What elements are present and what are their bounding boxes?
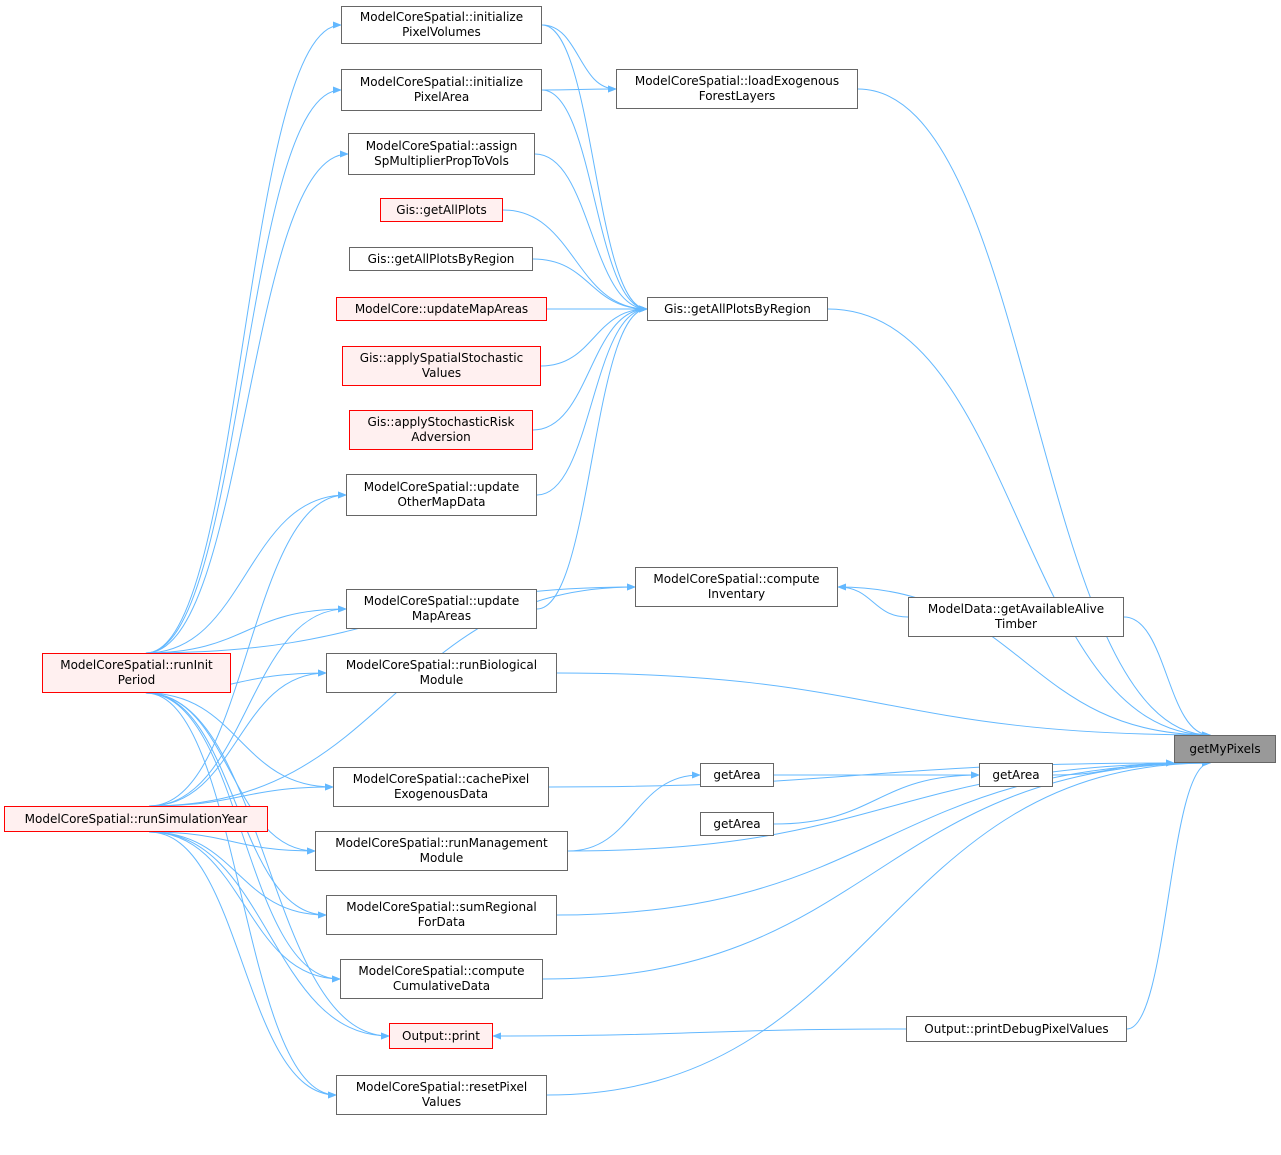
node-init-pixel-volumes[interactable]: ModelCoreSpatial::initialize PixelVolume… <box>341 6 542 44</box>
edge-loadExogenous-to-getMyPixels <box>857 88 1211 739</box>
edge-runSimYear-to-computeCum <box>149 831 341 983</box>
edge-runBio-to-getMyPixels <box>556 672 1211 739</box>
edge-runInit-to-computeCum <box>145 692 341 983</box>
node-avail-alive[interactable]: ModelData::getAvailableAlive Timber <box>908 597 1124 637</box>
edge-runInit-to-updateMapAreas <box>145 605 347 654</box>
edge-runInit-to-resetPixel <box>145 692 337 1099</box>
node-get-all-plots-by-region-l[interactable]: Gis::getAllPlotsByRegion <box>349 247 533 271</box>
node-print-debug[interactable]: Output::printDebugPixelValues <box>906 1016 1127 1042</box>
node-compute-cum[interactable]: ModelCoreSpatial::compute CumulativeData <box>340 959 543 999</box>
edge-runSimYear-to-updateOther <box>149 491 347 807</box>
node-update-other[interactable]: ModelCoreSpatial::update OtherMapData <box>346 474 537 516</box>
edge-getAllPlots-to-getAllPlotsByRegion <box>502 209 648 313</box>
node-cache-pixel[interactable]: ModelCoreSpatial::cachePixel ExogenousDa… <box>333 767 549 807</box>
edge-updateOther-to-getAllPlotsByRegion <box>536 305 648 496</box>
edge-updateMapAreas-to-getAllPlotsByRegion <box>536 305 648 610</box>
edge-runSimYear-to-updateMapAreas <box>149 605 347 807</box>
edge-runInit-to-assignSp <box>145 150 349 654</box>
node-get-all-plots-by-region[interactable]: Gis::getAllPlotsByRegion <box>647 297 828 321</box>
node-run-init[interactable]: ModelCoreSpatial::runInit Period <box>42 653 231 693</box>
node-update-map-areas[interactable]: ModelCoreSpatial::update MapAreas <box>346 589 537 629</box>
edge-initPixelArea-to-getAllPlotsByRegion <box>541 89 648 313</box>
edge-runInit-to-initPixelArea <box>145 86 342 654</box>
edge-getAllPlotsByRegionL-to-getAllPlotsByRegion <box>532 258 648 313</box>
edge-runInit-to-updateOther <box>145 491 347 654</box>
node-get-all-plots[interactable]: Gis::getAllPlots <box>380 198 503 222</box>
edge-runInit-to-cachePixel <box>145 692 334 791</box>
node-get-area3[interactable]: getArea <box>700 812 774 836</box>
node-mc-update-map-areas[interactable]: ModelCore::updateMapAreas <box>336 297 547 321</box>
node-apply-risk[interactable]: Gis::applyStochasticRisk Adversion <box>349 410 533 450</box>
edge-runMgmt-to-getMyPixels <box>567 759 1211 852</box>
node-compute-inventary[interactable]: ModelCoreSpatial::compute Inventary <box>635 567 838 607</box>
edge-printDebug-to-outPrint <box>492 1028 907 1040</box>
edge-runSimYear-to-runBio <box>149 669 327 807</box>
edge-getArea3-to-getArea2 <box>773 771 980 825</box>
edge-computeInventary-to-getMyPixels <box>837 586 1211 739</box>
node-apply-spatial[interactable]: Gis::applySpatialStochastic Values <box>342 346 541 386</box>
node-get-my-pixels: getMyPixels <box>1174 735 1276 763</box>
edge-runSimYear-to-resetPixel <box>149 831 337 1099</box>
edge-runSimYear-to-sumRegional <box>149 831 327 919</box>
edge-getAllPlotsByRegion-to-getMyPixels <box>827 308 1211 739</box>
node-sum-regional[interactable]: ModelCoreSpatial::sumRegional ForData <box>326 895 557 935</box>
edge-runInit-to-initPixelVolumes <box>145 21 342 654</box>
edge-runInit-to-sumRegional <box>145 692 327 919</box>
edge-availAlive-to-computeInventary <box>837 583 909 618</box>
edge-runSimYear-to-computeInventary <box>149 583 636 807</box>
edge-assignSp-to-getAllPlotsByRegion <box>534 153 648 313</box>
node-reset-pixel[interactable]: ModelCoreSpatial::resetPixel Values <box>336 1075 547 1115</box>
node-load-exogenous[interactable]: ModelCoreSpatial::loadExogenous ForestLa… <box>616 69 858 109</box>
edge-applySpatial-to-getAllPlotsByRegion <box>540 305 648 367</box>
edge-availAlive-to-getMyPixels <box>1123 616 1211 739</box>
edge-runSimYear-to-runMgmt <box>149 831 316 855</box>
node-run-mgmt[interactable]: ModelCoreSpatial::runManagement Module <box>315 831 568 871</box>
edge-runMgmt-to-getArea1 <box>567 771 701 852</box>
edge-runSimYear-to-cachePixel <box>149 783 334 807</box>
edge-initPixelVolumes-to-getAllPlotsByRegion <box>541 24 648 313</box>
node-get-area1[interactable]: getArea <box>700 763 774 787</box>
node-run-bio[interactable]: ModelCoreSpatial::runBiological Module <box>326 653 557 693</box>
edge-initPixelVolumes-to-loadExogenous <box>541 24 617 93</box>
node-run-sim-year[interactable]: ModelCoreSpatial::runSimulationYear <box>4 806 268 832</box>
edge-runInit-to-runMgmt <box>145 692 316 855</box>
edge-sumRegional-to-getMyPixels <box>556 759 1211 916</box>
edge-runSimYear-to-outPrint <box>149 831 390 1040</box>
edge-applyRisk-to-getAllPlotsByRegion <box>532 305 648 431</box>
node-assign-sp[interactable]: ModelCoreSpatial::assign SpMultiplierPro… <box>348 133 535 175</box>
node-get-area2[interactable]: getArea <box>979 763 1053 787</box>
edge-resetPixel-to-getMyPixels <box>546 759 1211 1096</box>
node-out-print[interactable]: Output::print <box>389 1023 493 1049</box>
edge-printDebug-to-getMyPixels <box>1126 759 1211 1030</box>
node-init-pixel-area[interactable]: ModelCoreSpatial::initialize PixelArea <box>341 69 542 111</box>
edge-computeCum-to-getMyPixels <box>542 759 1211 980</box>
